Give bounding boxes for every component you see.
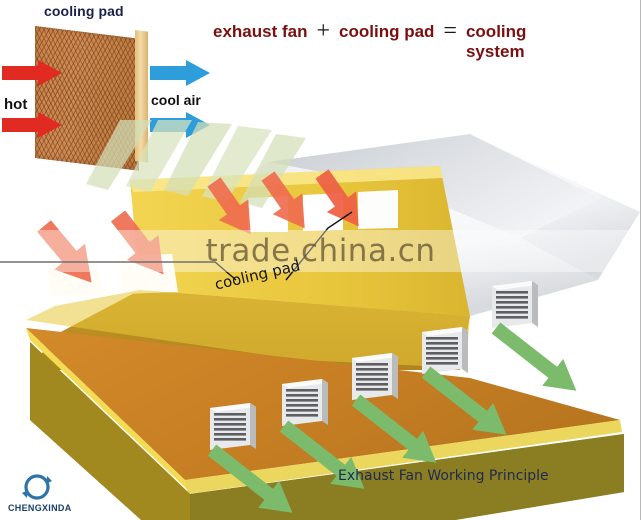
- equation-result-line1: cooling: [465, 22, 527, 41]
- hot-air-arrow-bottom: [2, 112, 64, 138]
- exhaust-fan: [492, 281, 538, 328]
- exhaust-arrows: [207, 322, 577, 513]
- exhaust-fan: [352, 353, 398, 400]
- hot-air-arrow-top: [2, 60, 64, 86]
- intake-arrows: [37, 169, 359, 283]
- cool-air-label: cool air: [151, 92, 201, 108]
- cooling-pad-title: cooling pad: [44, 3, 124, 19]
- equation: exhaust fan + cooling pad = cooling syst…: [213, 18, 526, 62]
- exhaust-fan: [210, 403, 256, 450]
- exhaust-fans: [210, 281, 538, 450]
- exhaust-arrow: [207, 444, 293, 513]
- company-logo: CHENGXINDA: [8, 472, 80, 516]
- front-wall: [30, 342, 624, 520]
- building-diagram: [0, 120, 640, 520]
- exhaust-arrow: [421, 366, 507, 435]
- intake-arrow: [315, 169, 359, 227]
- intake-arrow: [261, 171, 305, 229]
- exhaust-fan-caption: Exhaust Fan Working Principle: [338, 468, 549, 484]
- exhaust-arrow: [491, 322, 577, 391]
- exhaust-fan: [422, 327, 468, 374]
- company-logo-text: CHENGXINDA: [8, 503, 72, 513]
- pad-opening: [118, 254, 178, 294]
- vent-openings: [248, 190, 398, 232]
- equals-icon: =: [443, 18, 457, 44]
- circular-swirl-icon: [22, 472, 52, 502]
- hot-air-label: hot: [4, 96, 28, 113]
- intake-arrow: [207, 177, 251, 235]
- front-wall-top-band: [26, 290, 470, 368]
- intake-arrow: [37, 220, 92, 283]
- equation-result-line2: system: [465, 42, 525, 61]
- cool-air-arrow-top: [150, 60, 212, 86]
- plus-icon: +: [316, 18, 331, 44]
- equation-term-exhaust-fan: exhaust fan: [213, 22, 308, 41]
- exhaust-fan: [282, 379, 328, 426]
- equation-result: cooling system: [466, 22, 526, 62]
- callout-leader-lines: [0, 211, 353, 281]
- intake-arrow: [110, 210, 164, 275]
- vent-opening: [358, 190, 398, 229]
- exhaust-arrow: [279, 420, 365, 489]
- equation-term-cooling-pad: cooling pad: [339, 22, 435, 41]
- exhaust-arrow: [351, 394, 437, 463]
